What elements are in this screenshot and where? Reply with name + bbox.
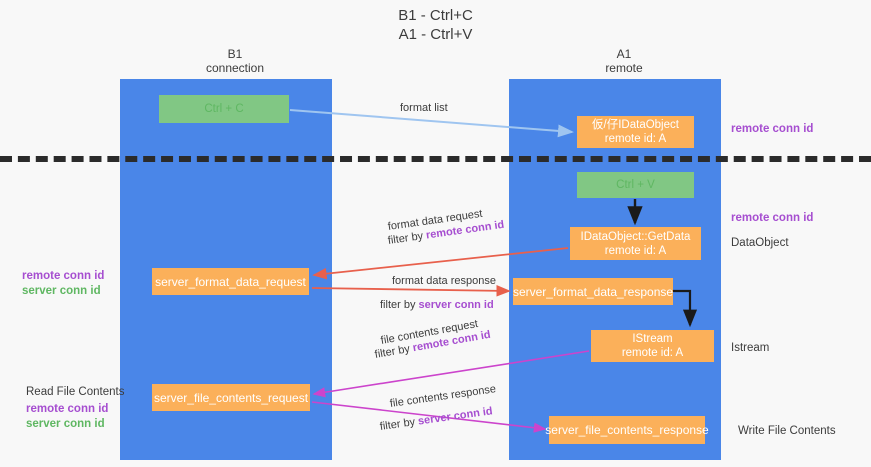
node-server-file-contents-request[interactable]: server_file_contents_request xyxy=(152,384,310,411)
node-server-format-data-request[interactable]: server_format_data_request xyxy=(152,268,309,295)
filter-prefix: filter by xyxy=(379,415,419,433)
annotation-left-remote-conn-id: remote conn id xyxy=(22,270,105,282)
node-ctrl-v[interactable]: Ctrl + V xyxy=(577,172,694,198)
annotation-left-server-conn-id-2: server conn id xyxy=(26,418,105,430)
phase-divider xyxy=(0,156,871,162)
annotation-remote-conn-id-mid: remote conn id xyxy=(731,212,814,224)
annotation-write-file-contents: Write File Contents xyxy=(738,425,836,437)
node-server-format-data-response[interactable]: server_format_data_response xyxy=(513,278,673,305)
annotation-read-file-contents: Read File Contents xyxy=(26,386,125,398)
annotation-left-conn-ids: remote conn id server conn id xyxy=(22,269,104,299)
annotation-istream: Istream xyxy=(731,342,770,354)
annotation-left-server-conn-id: server conn id xyxy=(22,285,101,297)
column-header-b1: B1 connection xyxy=(205,47,265,75)
filter-value-server-conn-id: server conn id xyxy=(418,299,494,311)
node-idataobject[interactable]: 仮/仔IDataObject remote id: A xyxy=(577,116,694,148)
edge-label-format-data-response-filter: filter by server conn id xyxy=(380,298,494,313)
node-ctrl-c[interactable]: Ctrl + C xyxy=(159,95,289,123)
node-server-file-contents-response[interactable]: server_file_contents_response xyxy=(545,416,709,444)
column-header-a1: A1 remote xyxy=(605,47,643,75)
annotation-left-remote-conn-id-2: remote conn id xyxy=(26,403,109,415)
filter-prefix: filter by xyxy=(387,229,427,247)
node-istream[interactable]: IStream remote id: A xyxy=(591,330,714,362)
annotation-remote-conn-id-top: remote conn id xyxy=(731,123,814,135)
page-title: B1 - Ctrl+C A1 - Ctrl+V xyxy=(398,7,473,43)
annotation-left-conn-ids-2: remote conn id server conn id xyxy=(26,402,108,432)
annotation-dataobject: DataObject xyxy=(731,237,789,249)
node-idataobject-getdata[interactable]: IDataObject::GetData remote id: A xyxy=(570,227,701,260)
edge-label-format-data-response: format data response xyxy=(392,275,496,287)
filter-prefix: filter by xyxy=(380,299,419,311)
edge-label-format-list: format list xyxy=(400,102,448,114)
